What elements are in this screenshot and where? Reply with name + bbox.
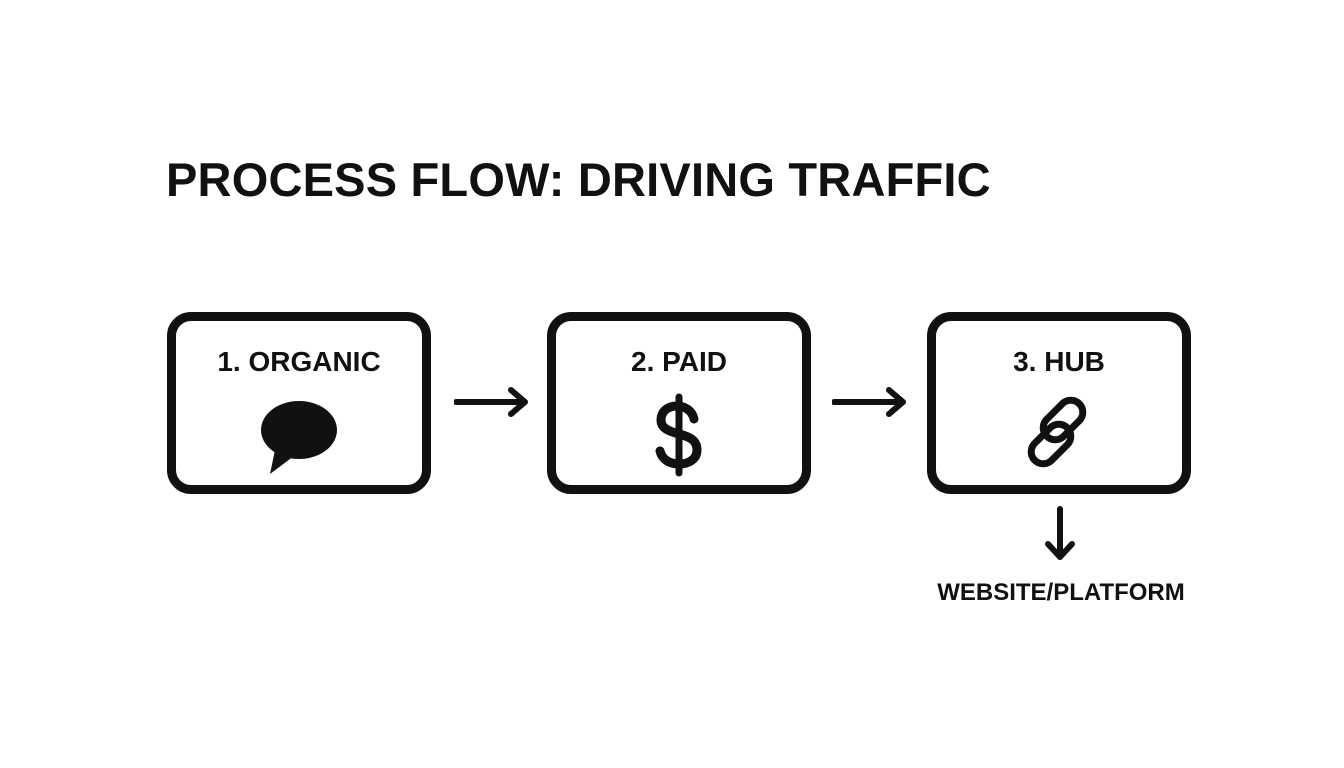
arrow-paid-to-hub <box>832 387 910 417</box>
arrow-hub-to-destination <box>1045 506 1075 564</box>
destination-label: WEBSITE/PLATFORM <box>937 579 1185 606</box>
chain-link-icon <box>1017 393 1101 477</box>
step-paid-label: 2. PAID <box>631 346 727 377</box>
diagram-title: PROCESS FLOW: DRIVING TRAFFIC <box>166 153 991 206</box>
speech-bubble-icon <box>257 393 341 477</box>
step-organic-label: 1. ORGANIC <box>217 346 381 377</box>
step-paid: 2. PAID <box>547 312 811 494</box>
arrow-organic-to-paid <box>454 387 532 417</box>
step-organic: 1. ORGANIC <box>167 312 431 494</box>
step-hub: 3. HUB <box>927 312 1191 494</box>
step-hub-label: 3. HUB <box>1013 346 1105 377</box>
dollar-sign-icon <box>637 393 721 477</box>
